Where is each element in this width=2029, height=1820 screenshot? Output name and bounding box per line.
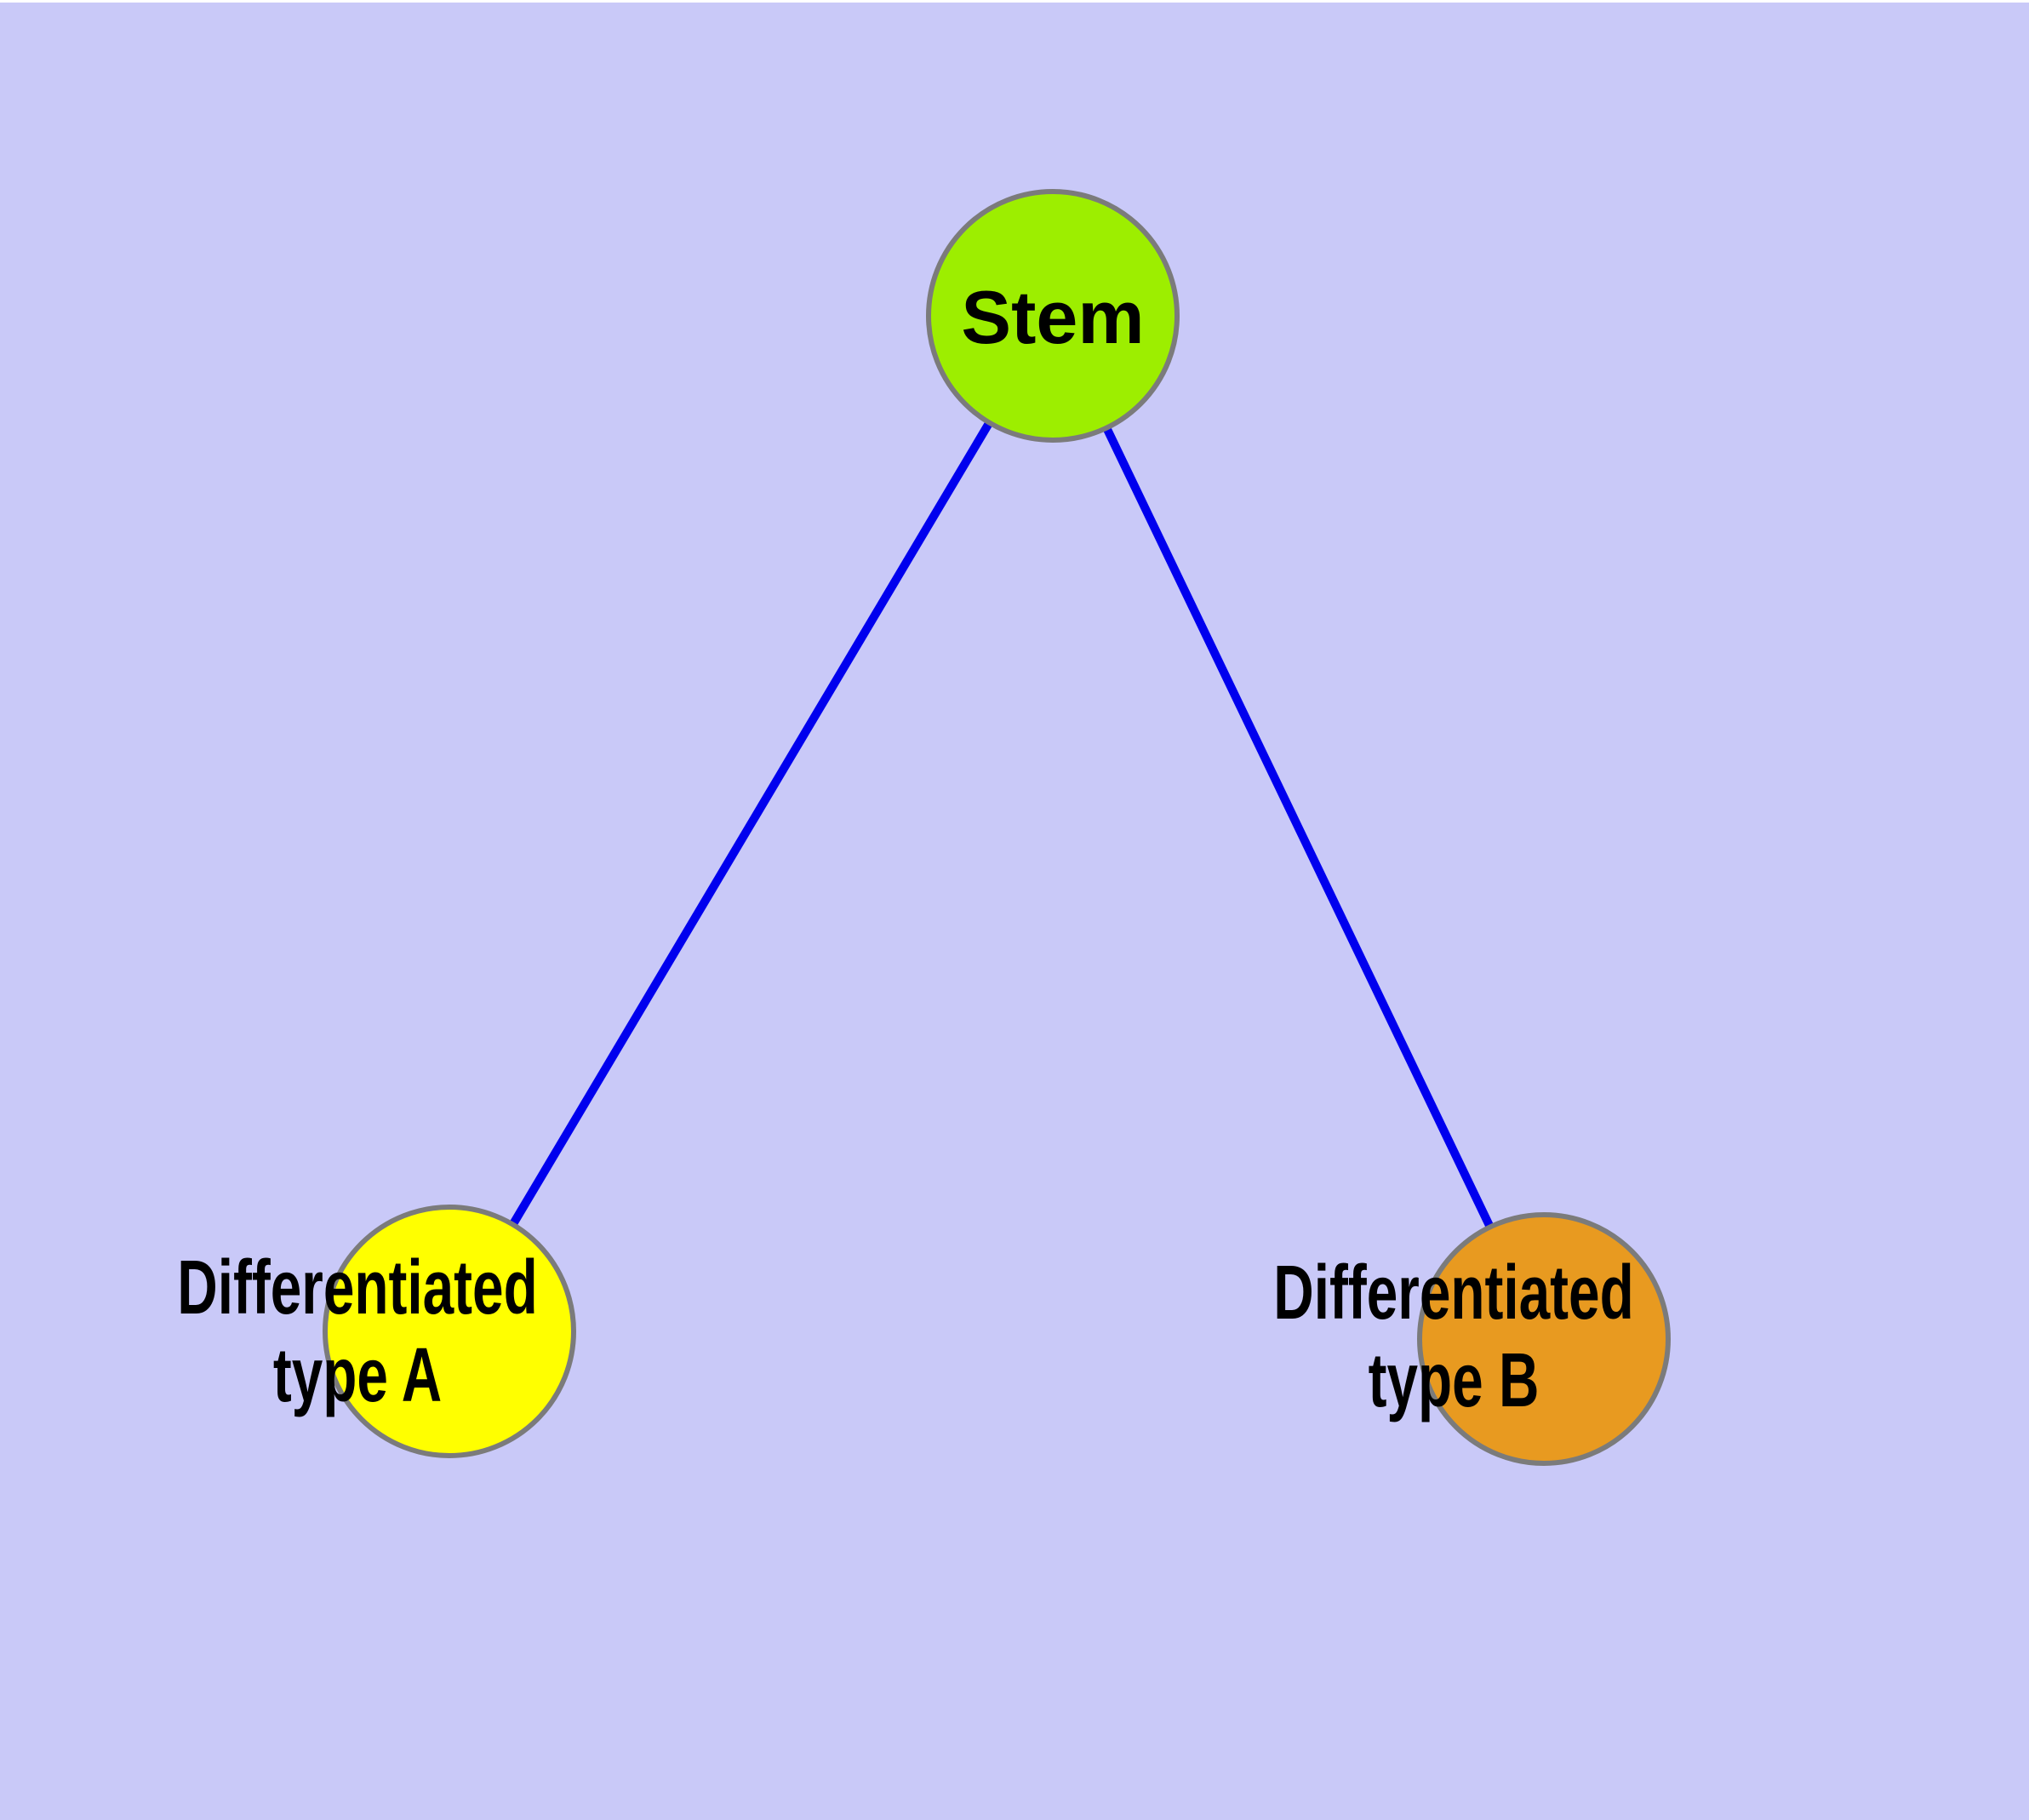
node-differentiated-type-b[interactable] xyxy=(1417,1212,1671,1466)
edge-stem-to-type-b[interactable] xyxy=(1049,313,1548,1342)
node-stem[interactable] xyxy=(926,189,1180,443)
node-differentiated-type-a[interactable] xyxy=(323,1205,576,1458)
window-top-edge xyxy=(0,0,2029,3)
edge-stem-to-type-a[interactable] xyxy=(445,313,1057,1334)
